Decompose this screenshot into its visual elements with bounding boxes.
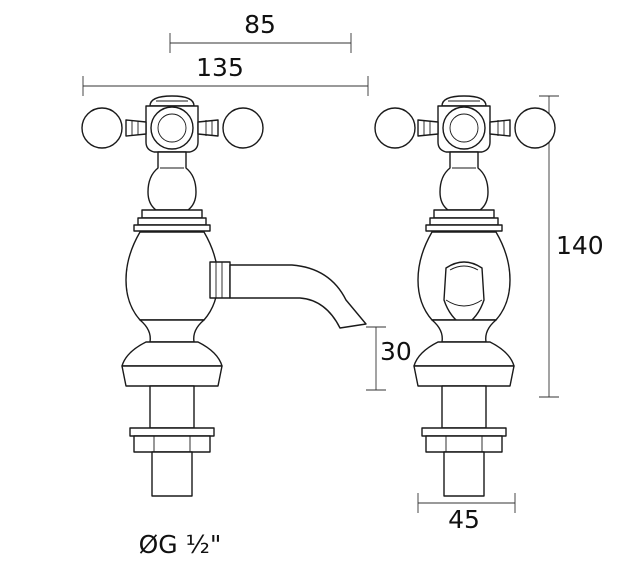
dim-140-label: 140 xyxy=(556,231,604,260)
dim-135-label: 135 xyxy=(196,53,244,82)
thread-size-label: ØG ½" xyxy=(139,530,222,559)
dimension-140: 140 xyxy=(539,95,604,398)
spout-front xyxy=(443,261,485,327)
dimension-45: 45 xyxy=(417,493,516,534)
dimension-135: 135 xyxy=(82,53,369,96)
tap-side-view xyxy=(81,95,367,497)
dim-45-label: 45 xyxy=(448,505,480,534)
dim-85-label: 85 xyxy=(244,10,276,39)
tap-front-view xyxy=(374,95,556,497)
dimension-85: 85 xyxy=(169,10,352,53)
dimension-30: 30 xyxy=(366,326,412,391)
crosshead-handle-front xyxy=(374,95,556,153)
crosshead-handle-side xyxy=(81,95,264,153)
spout-side xyxy=(209,261,367,329)
dim-30-label: 30 xyxy=(380,337,412,366)
